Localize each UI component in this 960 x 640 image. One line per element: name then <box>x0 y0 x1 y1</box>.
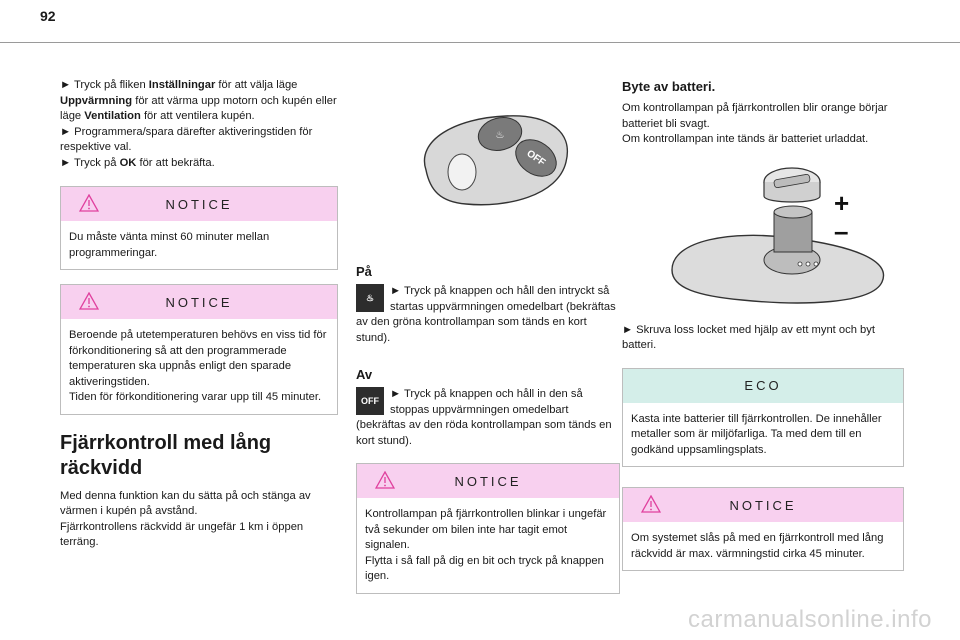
battery-text: Om kontrollampan på fjärrkontrollen blir… <box>622 102 888 130</box>
notice-title: NOTICE <box>165 196 233 212</box>
notice-text: Om systemet slås på med en fjärrkontroll… <box>631 532 884 560</box>
notice-header: NOTICE <box>357 464 619 498</box>
column-3: Byte av batteri. Om kontrollampan på fjä… <box>622 78 904 571</box>
instruction-step-settings: ► Tryck på fliken Inställningar för att … <box>60 79 337 122</box>
off-icon: OFF <box>356 387 384 415</box>
warning-icon <box>79 194 99 212</box>
notice-title: NOTICE <box>729 497 797 513</box>
eco-header: ECO <box>623 368 903 403</box>
notice-text: Beroende på utetemperaturen behövs en vi… <box>69 329 327 403</box>
watermark: carmanualsonline.info <box>688 606 932 633</box>
off-heading: Av <box>356 367 373 382</box>
heat-icon: ♨ <box>356 284 384 312</box>
notice-box: NOTICE Du måste vänta minst 60 minuter m… <box>60 186 338 270</box>
notice-header: NOTICE <box>61 187 337 221</box>
off-instruction: OFF ► Tryck på knappen och håll in den s… <box>356 387 612 447</box>
battery-replacement-illustration: + – <box>671 166 885 304</box>
intro-text: Med denna funktion kan du sätta på och s… <box>60 489 311 518</box>
on-instruction: ♨ ► Tryck på knappen och håll den intryc… <box>356 284 616 344</box>
battery-step: ► Skruva loss locket med hjälp av ett my… <box>622 323 875 352</box>
remote-control-illustration: ♨ OFF <box>423 115 569 206</box>
warning-icon <box>79 292 99 310</box>
instruction-step-confirm: ► Tryck på OK för att bekräfta. <box>60 156 215 169</box>
svg-text:♨: ♨ <box>496 130 505 141</box>
notice-title: NOTICE <box>165 294 233 310</box>
battery-heading: Byte av batteri. <box>622 79 716 94</box>
header-rule <box>0 42 960 43</box>
notice-text: Du måste vänta minst 60 minuter mellan p… <box>69 231 270 259</box>
notice-header: NOTICE <box>623 488 903 522</box>
on-heading: På <box>356 264 372 279</box>
column-2: ♨ OFF På ♨ ► Tryck på knappen och håll d… <box>356 100 620 594</box>
range-text: Fjärrkontrollens räckvidd är ungefär 1 k… <box>60 520 304 549</box>
notice-box: NOTICE Kontrollampan på fjärrkontrollen … <box>356 463 620 594</box>
eco-box: ECO Kasta inte batterier till fjärrkontr… <box>622 367 904 467</box>
minus-sign: – <box>834 216 848 246</box>
section-heading: Fjärrkontroll med lång räckvidd <box>60 431 272 479</box>
plus-sign: + <box>834 188 849 218</box>
warning-icon <box>641 495 661 513</box>
column-1: ► Tryck på fliken Inställningar för att … <box>60 78 338 551</box>
eco-title: ECO <box>744 378 782 393</box>
page-number: 92 <box>40 8 56 24</box>
battery-text: Om kontrollampan inte tänds är batteriet… <box>622 133 869 145</box>
notice-box: NOTICE Beroende på utetemperaturen behöv… <box>60 284 338 415</box>
notice-box: NOTICE Om systemet slås på med en fjärrk… <box>622 487 904 571</box>
warning-icon <box>375 471 395 489</box>
notice-header: NOTICE <box>61 285 337 319</box>
eco-text: Kasta inte batterier till fjärrkontrolle… <box>631 412 882 456</box>
instruction-step-program: ► Programmera/spara därefter aktiverings… <box>60 125 313 154</box>
notice-title: NOTICE <box>454 473 522 489</box>
notice-text: Kontrollampan på fjärrkontrollen blinkar… <box>365 508 607 582</box>
